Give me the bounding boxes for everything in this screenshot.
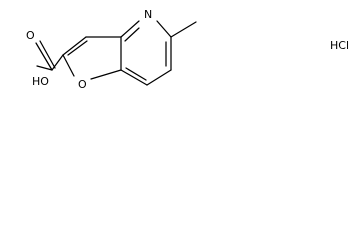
salt-label: HCl [330, 39, 349, 52]
bond-c3a-n4 [120, 20, 140, 38]
bond-c-o-double-a [35, 42, 53, 71]
bond-c7-c7a [120, 69, 148, 86]
bond-c7-c7a-inner [125, 67, 147, 81]
bond-c-o-double-b [39, 40, 56, 69]
bond-c5-methyl [170, 21, 197, 38]
bond-c2-c3 [62, 36, 87, 56]
bond-n4-c5 [156, 20, 172, 38]
bond-c2-c3-inner [67, 40, 88, 56]
bond-c3a-n4-inner [124, 27, 140, 42]
bond-c6-c7 [146, 69, 172, 86]
carbonyl-oxygen-label: O [26, 29, 35, 42]
hydroxyl-label: HO [32, 75, 49, 88]
bond-c-oh [36, 65, 53, 71]
ring-oxygen-label: O [78, 78, 87, 91]
bond-c7a-o1 [90, 69, 122, 80]
bond-o1-c2 [62, 54, 75, 77]
structure-canvas: HO O O N HCl [0, 0, 355, 92]
ring-nitrogen-label: N [144, 8, 152, 21]
chemical-structure: HO O O N HCl [26, 8, 349, 91]
bond-c2-cooh [51, 54, 64, 71]
